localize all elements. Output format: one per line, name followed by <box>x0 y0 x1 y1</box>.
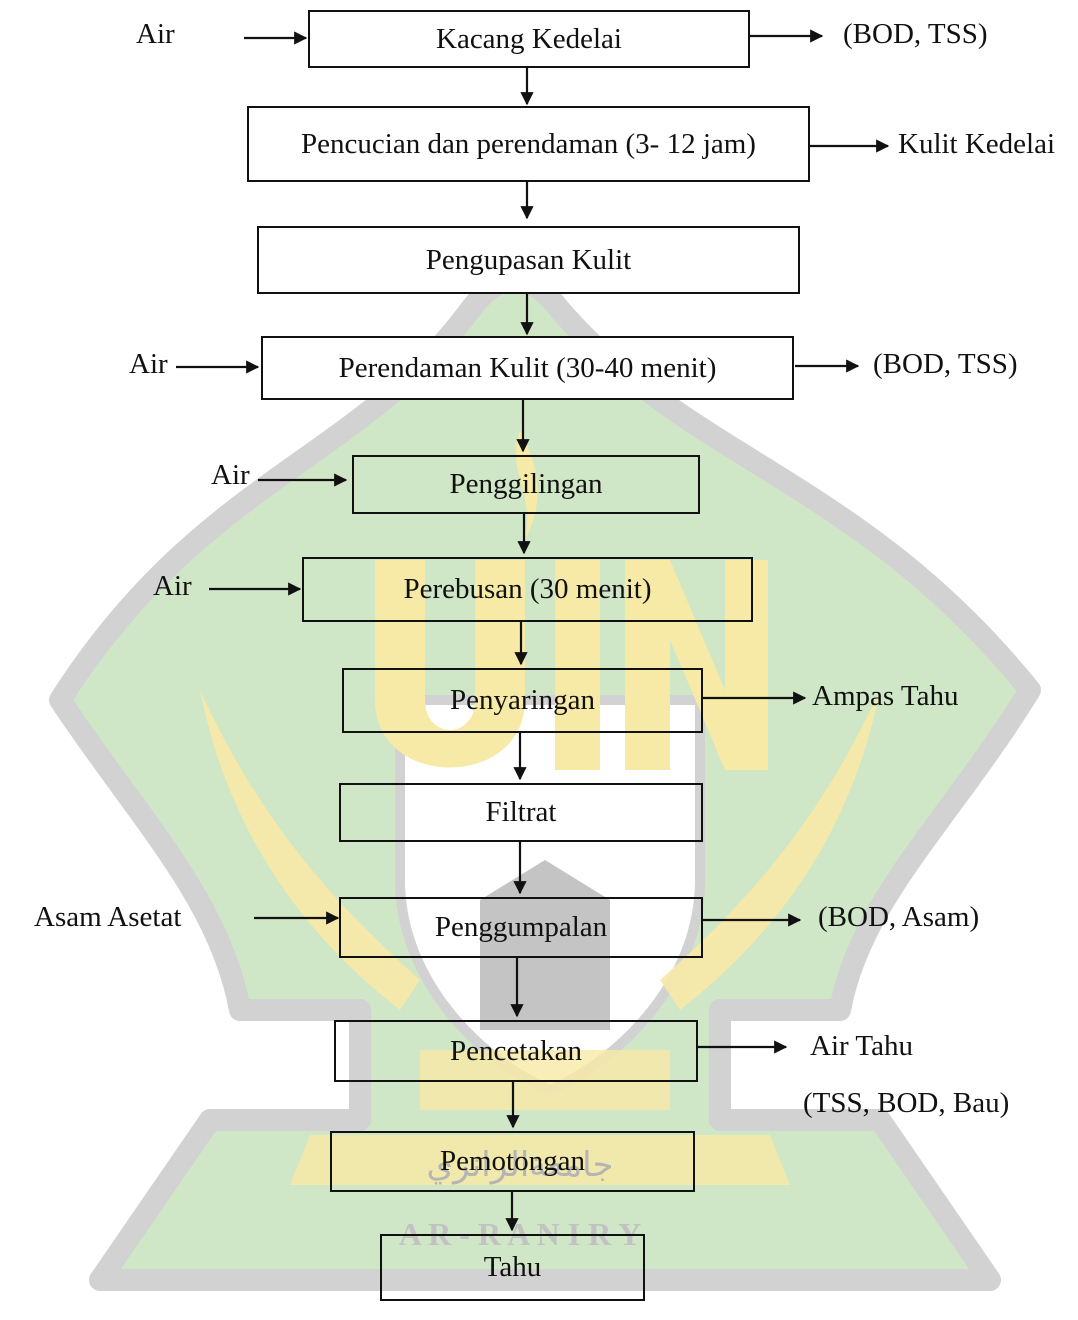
step-perendaman-kulit: Perendaman Kulit (30-40 menit) <box>261 336 794 400</box>
step-pencetakan: Pencetakan <box>334 1020 698 1082</box>
step-pengupasan-kulit: Pengupasan Kulit <box>257 226 800 294</box>
step-filtrat: Filtrat <box>339 783 703 842</box>
output-kulit-kedelai: Kulit Kedelai <box>898 128 1056 160</box>
step-pemotongan: Pemotongan <box>330 1131 695 1192</box>
step-perebusan: Perebusan (30 menit) <box>302 557 753 622</box>
step-penggumpalan: Penggumpalan <box>339 897 703 958</box>
output-bod-tss-1: (BOD, TSS) <box>843 18 988 50</box>
watermark-arabic-text: جامعةالرانري <box>426 1145 613 1185</box>
watermark-kaaba <box>480 860 610 1030</box>
output-tss-bod-bau: (TSS, BOD, Bau) <box>803 1087 1010 1119</box>
input-air-perebusan: Air <box>153 570 192 602</box>
input-asam-asetat: Asam Asetat <box>34 901 182 933</box>
watermark-letter-i <box>555 560 600 770</box>
step-penyaringan: Penyaringan <box>342 668 703 733</box>
input-air-perendaman: Air <box>129 348 168 380</box>
watermark-letter-n <box>625 560 768 770</box>
step-kacang-kedelai: Kacang Kedelai <box>308 10 750 68</box>
input-air-kacang: Air <box>136 18 175 50</box>
output-air-tahu: Air Tahu <box>810 1030 913 1062</box>
watermark-right-wing <box>660 690 880 1010</box>
uin-ar-raniry-logo-icon <box>49 269 1041 1291</box>
watermark-left-wing <box>200 690 420 1010</box>
watermark-letter-u <box>375 560 525 768</box>
watermark-banner <box>290 1135 790 1185</box>
step-penggilingan: Penggilingan <box>352 455 700 514</box>
input-air-penggilingan: Air <box>211 459 250 491</box>
output-bod-tss-2: (BOD, TSS) <box>873 348 1018 380</box>
step-pencucian-perendaman: Pencucian dan perendaman (3- 12 jam) <box>247 106 810 182</box>
step-tahu: Tahu <box>380 1234 645 1301</box>
output-ampas-tahu: Ampas Tahu <box>812 680 959 712</box>
output-bod-asam: (BOD, Asam) <box>818 901 980 933</box>
